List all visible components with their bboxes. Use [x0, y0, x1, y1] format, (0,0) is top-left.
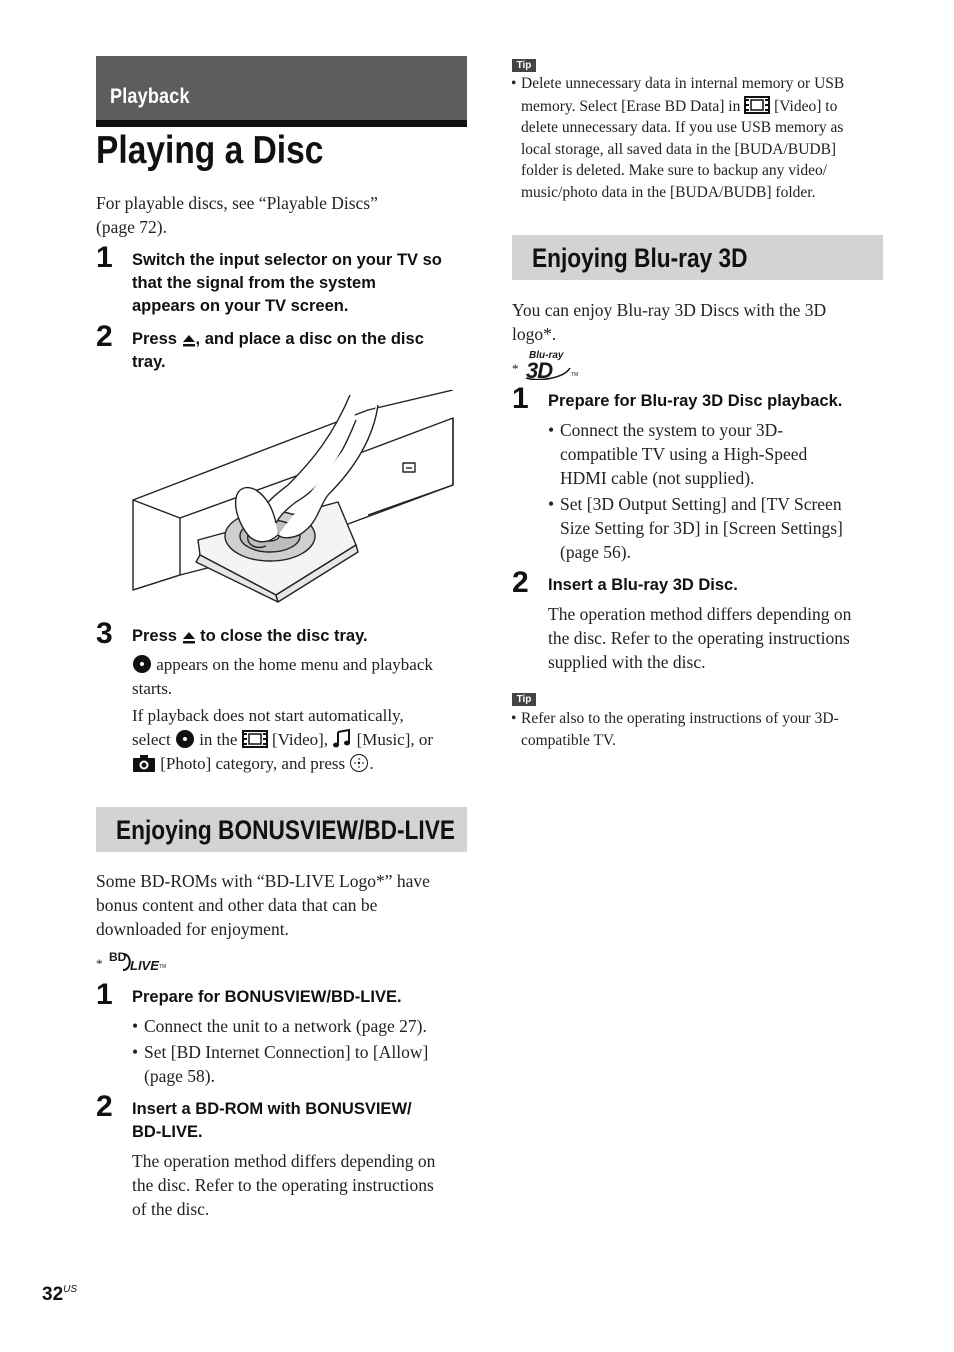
bluray3d-heading: Enjoying Blu-ray 3D	[532, 243, 748, 273]
bluray3d-intro: You can enjoy Blu-ray 3D Discs with the …	[512, 300, 827, 344]
tip-2-text: • Refer also to the operating instructio…	[511, 710, 839, 749]
disc-tray-illustration	[132, 390, 454, 603]
eject-icon	[182, 632, 195, 644]
step-1-number: 1	[96, 241, 113, 274]
camera-icon	[133, 755, 155, 772]
bonusview-bullet-2: •Set [BD Internet Connection] to [Allow]…	[132, 1042, 429, 1086]
bluray3d-step-2-number: 2	[512, 566, 529, 599]
bonusview-step-2-number: 2	[96, 1090, 113, 1123]
step-3-number: 3	[96, 617, 113, 650]
bonusview-bullet-1: •Connect the unit to a network (page 27)…	[132, 1016, 427, 1036]
section-band: Playback	[96, 56, 467, 120]
step-3-description: appears on the home menu and playback st…	[132, 655, 434, 773]
enter-button-icon	[350, 754, 369, 772]
title-rule	[96, 120, 467, 127]
tip-badge: Tip	[512, 693, 536, 706]
bonusview-step-2-title: Insert a BD-ROM with BONUSVIEW/ BD-LIVE.	[132, 1100, 412, 1141]
bonusview-heading: Enjoying BONUSVIEW/BD-LIVE	[116, 815, 455, 845]
bluray3d-heading-band: Enjoying Blu-ray 3D	[512, 235, 883, 280]
bluray3d-step-1-title: Prepare for Blu-ray 3D Disc playback.	[548, 392, 843, 410]
bluray3d-step-2-description: The operation method differs depending o…	[548, 604, 852, 672]
bonusview-step-2-description: The operation method differs depending o…	[132, 1151, 436, 1219]
disc-icon	[175, 730, 194, 748]
bonusview-step-1-number: 1	[96, 978, 113, 1011]
step-2-title: Press , and place a disc on the disc tra…	[132, 330, 424, 371]
disc-icon	[133, 655, 151, 673]
page-title: Playing a Disc	[96, 129, 324, 172]
bonusview-intro: Some BD-ROMs with “BD-LIVE Logo*” have b…	[96, 871, 430, 939]
step-1-title: Switch the input selector on your TV so …	[132, 251, 442, 315]
bluray-3d-logo: * Blu-ray 3D TM	[512, 350, 579, 383]
step-3-title: Press to close the disc tray.	[132, 627, 368, 645]
page-number: 32US	[42, 1284, 78, 1305]
step-2-number: 2	[96, 320, 113, 353]
section-label: Playback	[110, 85, 190, 108]
bd-live-logo: * BD LIVE TM	[96, 950, 167, 973]
music-note-icon	[333, 729, 351, 748]
bonusview-heading-band: Enjoying BONUSVIEW/BD-LIVE	[96, 807, 467, 852]
bluray3d-step-1-number: 1	[512, 382, 529, 415]
eject-icon	[182, 335, 195, 347]
film-icon	[744, 95, 771, 114]
bluray3d-bullet-2: • Set [3D Output Setting] and [TV Screen…	[548, 494, 843, 562]
tip-1-text: • Delete unnecessary data in internal me…	[511, 75, 845, 201]
bluray3d-bullet-1: • Connect the system to your 3D- compati…	[548, 420, 808, 488]
bonusview-step-1-title: Prepare for BONUSVIEW/BD-LIVE.	[132, 988, 402, 1006]
film-icon	[241, 730, 268, 748]
intro-text: For playable discs, see “Playable Discs”…	[96, 193, 378, 237]
tip-badge: Tip	[512, 59, 536, 72]
bluray3d-step-2-title: Insert a Blu-ray 3D Disc.	[548, 576, 738, 594]
